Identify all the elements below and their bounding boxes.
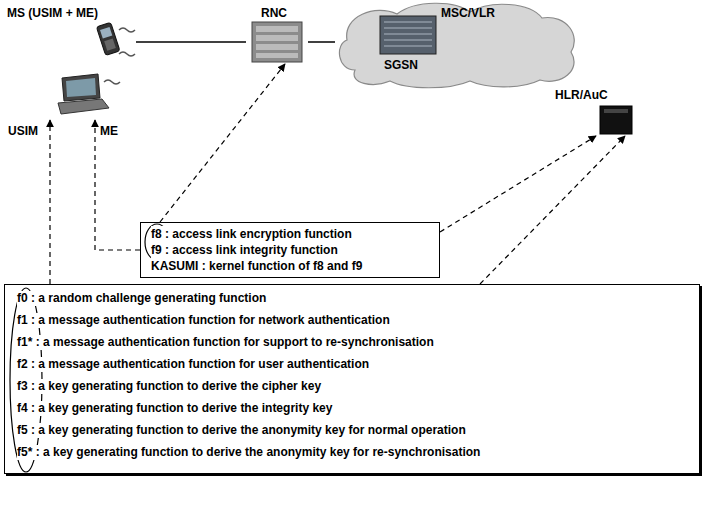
radio-waves xyxy=(104,28,135,84)
device-label: HLR/AuC xyxy=(554,88,609,102)
laptop-icon xyxy=(58,74,109,114)
mobile-station: MS (USIM + ME) xyxy=(4,4,136,120)
cloud-shape xyxy=(339,3,574,88)
function-text: f2 : a message authentication function f… xyxy=(17,357,369,372)
component-label: USIM xyxy=(8,124,38,138)
cipher-function-box: f8 : access link encryption functionf9 :… xyxy=(140,222,440,278)
dashed-pointer xyxy=(49,120,50,284)
dashed-pointer xyxy=(95,120,140,250)
hlr-auc-node: HLR/AuC xyxy=(548,86,640,136)
rnc-node: RNC xyxy=(246,4,308,64)
dashed-pointer xyxy=(440,136,596,232)
function-text: f8 : access link encryption function xyxy=(151,226,352,242)
function-text: f4 : a key generating function to derive… xyxy=(17,401,332,416)
hlr-auc-icon xyxy=(600,106,632,134)
device-label: RNC xyxy=(260,6,288,20)
function-text: f1 : a message authentication function f… xyxy=(17,313,390,328)
link-line xyxy=(308,41,335,43)
device-label: SGSN xyxy=(383,58,419,72)
link-line xyxy=(136,41,246,43)
server-icon xyxy=(380,16,436,54)
rnc-rack-icon xyxy=(252,22,302,62)
function-text: f1* : a message authentication function … xyxy=(17,335,434,350)
mobile-phone-icon xyxy=(96,22,120,55)
function-text: f5 : a key generating function to derive… xyxy=(17,423,466,438)
component-label: ME xyxy=(100,124,118,138)
function-text: f0 : a random challenge generating funct… xyxy=(17,291,266,306)
core-network-cloud: MSC/VLR SGSN xyxy=(335,0,580,88)
device-label: MS (USIM + ME) xyxy=(6,6,99,20)
dashed-pointer xyxy=(480,136,625,284)
function-text: KASUMI : kernel function of f8 and f9 xyxy=(151,258,362,274)
highlight-ellipse xyxy=(10,288,42,472)
highlight-ellipse xyxy=(145,224,169,260)
auth-function-box: f0 : a random challenge generating funct… xyxy=(4,284,700,474)
device-label: MSC/VLR xyxy=(440,6,496,20)
function-text: f9 : access link integrity function xyxy=(151,242,338,258)
function-text: f5* : a key generating function to deriv… xyxy=(17,445,480,460)
function-text: f3 : a key generating function to derive… xyxy=(17,379,321,394)
dashed-pointer xyxy=(160,64,285,222)
